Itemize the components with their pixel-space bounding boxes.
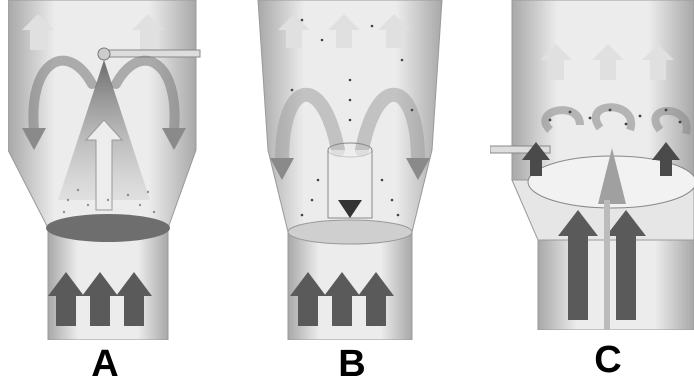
distributor-plate <box>288 220 412 244</box>
inlet-air-arrows <box>290 272 394 326</box>
panel-b-bottom-spray <box>252 0 448 340</box>
spray-line <box>104 50 200 57</box>
inlet-air-arrows <box>48 272 152 326</box>
top-spray-diagram <box>8 0 208 340</box>
panel-c-tangential-spray <box>490 0 694 330</box>
tangential-spray-diagram <box>490 0 694 330</box>
panel-label-a: A <box>75 342 135 386</box>
bottom-spray-diagram <box>252 0 448 340</box>
panel-label-b: B <box>322 342 382 386</box>
rotor-shaft <box>604 200 610 330</box>
spray-nozzle-icon <box>98 48 110 60</box>
exhaust-arrows <box>278 14 410 48</box>
panel-label-c: C <box>578 338 638 382</box>
panel-a-top-spray <box>8 0 208 340</box>
exhaust-arrows <box>540 44 674 80</box>
product-bed <box>46 214 170 242</box>
